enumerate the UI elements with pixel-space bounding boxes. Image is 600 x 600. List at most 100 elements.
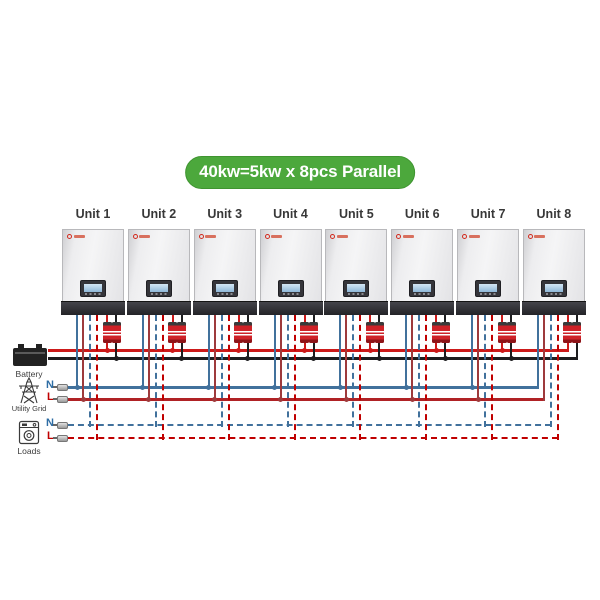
dc-breaker-icon (365, 322, 375, 343)
grid-n-junction-dot (206, 385, 212, 390)
load-neutral-wire (549, 315, 552, 427)
battery-positive-junction-dot (367, 348, 373, 353)
battery-positive-junction-dot (104, 348, 110, 353)
terminal-cover (324, 301, 389, 315)
grid-line-wire (213, 315, 216, 401)
brand-logo-icon (67, 234, 85, 239)
brand-logo-icon (330, 234, 348, 239)
unit-6: Unit 6 (390, 207, 455, 440)
display-buttons (414, 292, 432, 295)
inverter-display (475, 280, 502, 297)
dc-breaker-icon (309, 322, 319, 343)
grid-n-label: N (46, 379, 54, 391)
grid-line-wire (82, 315, 84, 401)
grid-n-junction-dot (403, 385, 409, 390)
unit-label: Unit 4 (273, 207, 308, 221)
load-neutral-wire (154, 315, 157, 427)
grid-neutral-wire (471, 315, 474, 389)
display-buttons (480, 292, 498, 295)
load-line-wire (227, 315, 230, 440)
inverter-display (540, 280, 567, 297)
display-screen (479, 283, 498, 292)
inverter (192, 229, 257, 315)
dc-breaker-icon (440, 322, 450, 343)
brand-logo-icon (264, 234, 283, 239)
battery-positive-junction-dot (236, 348, 242, 353)
terminal-cover (521, 301, 586, 315)
battery-negative-junction-dot (442, 356, 448, 361)
grid-neutral-bus (68, 386, 538, 389)
inverter (258, 229, 323, 315)
unit-label: Unit 6 (404, 207, 440, 221)
battery-positive-bus (48, 349, 569, 352)
load-neutral-wire (220, 315, 223, 427)
grid-line-wire (542, 315, 545, 401)
display-buttons (216, 292, 234, 295)
grid-neutral-wire (405, 315, 408, 389)
wire-lug-icon (53, 396, 68, 403)
load-line-wire (96, 315, 98, 440)
grid-neutral-wire (207, 315, 210, 389)
load-line-bus (68, 437, 558, 439)
inverter-display (211, 280, 238, 297)
load-neutral-wire (286, 315, 289, 427)
load-neutral-bus (68, 424, 551, 426)
terminal-cover (258, 301, 323, 315)
battery-label: Battery (15, 369, 43, 379)
load-neutral-wire (484, 315, 487, 427)
unit-label: Unit 5 (339, 207, 374, 221)
display-buttons (150, 292, 168, 295)
display-buttons (85, 292, 102, 295)
grid-l-junction-dot (80, 397, 86, 402)
unit-label: Unit 3 (207, 207, 243, 221)
inverter (521, 229, 586, 315)
inverter (126, 229, 191, 315)
dc-breaker-icon (506, 322, 516, 343)
load-line-wire (425, 315, 428, 440)
dc-breaker-icon (102, 322, 112, 343)
grid-neutral-wire (76, 315, 78, 389)
dc-breaker-icon (497, 322, 507, 343)
loads-icon (18, 420, 40, 445)
display-screen (347, 283, 366, 292)
load-neutral-wire (352, 315, 355, 427)
grid-l-junction-dot (343, 397, 349, 402)
grid-line-wire (279, 315, 282, 401)
load-neutral-wire (418, 315, 421, 427)
battery-negative-junction-dot (245, 356, 251, 361)
display-screen (215, 283, 234, 292)
load-line-wire (491, 315, 494, 440)
units-row: Unit 1 Unit 2 (61, 207, 586, 440)
display-screen (149, 283, 168, 292)
grid-n-junction-dot (140, 385, 146, 390)
terminal-cover (390, 301, 455, 315)
display-screen (84, 283, 102, 292)
load-line-wire (556, 315, 559, 440)
load-line-wire (161, 315, 164, 440)
grid-neutral-wire (273, 315, 276, 389)
grid-line-wire (477, 315, 480, 401)
terminal-cover (61, 301, 125, 315)
dc-breaker-icon (168, 322, 178, 343)
dc-breaker-icon (572, 322, 582, 343)
load-neutral-wire (89, 315, 91, 427)
display-screen (281, 283, 300, 292)
load-line-wire (359, 315, 362, 440)
dc-breaker-icon (300, 322, 310, 343)
wire-lug-icon (53, 384, 68, 391)
display-buttons (282, 292, 300, 295)
inverter-display (145, 280, 172, 297)
dc-breaker-icon (111, 322, 121, 343)
battery-icon (13, 344, 47, 366)
inverter (61, 229, 125, 315)
terminal-cover (456, 301, 521, 315)
inverter (390, 229, 455, 315)
terminal-cover (126, 301, 191, 315)
terminal-cover (192, 301, 257, 315)
display-screen (544, 283, 563, 292)
unit-2: Unit 2 (126, 207, 191, 440)
unit-label: Unit 7 (470, 207, 506, 221)
utility-grid-label: Utility Grid (11, 404, 47, 413)
battery-positive-junction-dot (302, 348, 308, 353)
unit-label: Unit 1 (75, 207, 111, 221)
